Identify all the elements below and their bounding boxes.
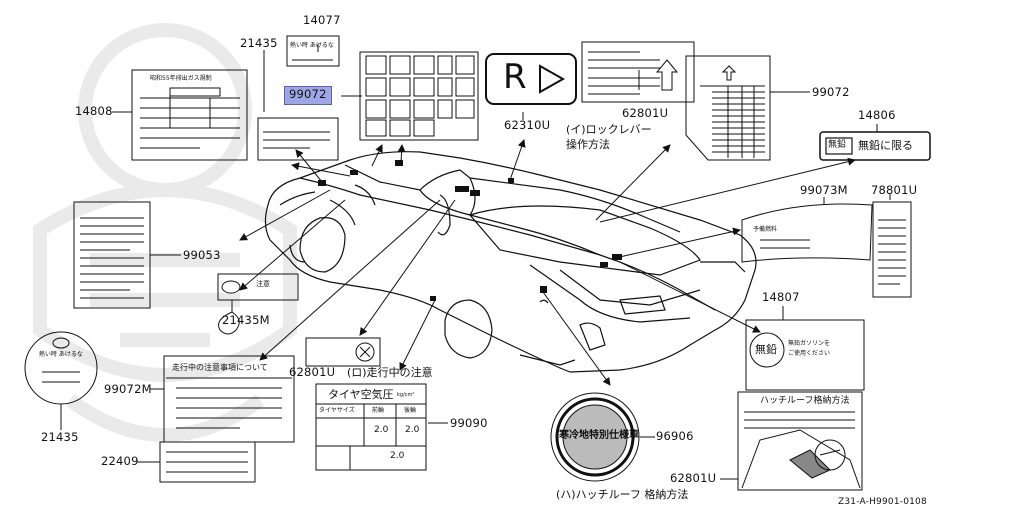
part-99072m[interactable]: 99072M: [104, 382, 152, 396]
part-99072-right[interactable]: 99072: [812, 85, 850, 99]
part-99053[interactable]: 99053: [183, 248, 221, 262]
part-21435-top[interactable]: 21435: [240, 36, 278, 50]
car-label-markers: [318, 160, 622, 301]
cold-region-text: 寒冷地特別仕様車: [559, 430, 639, 441]
spare-pressure-value: 2.0: [390, 451, 405, 461]
hot-caution-text: 熱い時 あけるな: [290, 42, 334, 49]
r-label-text: R: [503, 57, 527, 97]
caption-lock-lever-2: 操作方法: [566, 138, 610, 151]
unleaded-small-text: 無鉛: [828, 140, 847, 150]
driving-caution-title: 走行中の注意事項について: [172, 363, 268, 372]
label-62801u-bottom-shape: [737, 391, 863, 491]
rear-pressure-value: 2.0: [405, 425, 420, 435]
label-14807-shape: [745, 319, 865, 391]
part-99072-highlighted[interactable]: 99072: [284, 86, 332, 105]
label-14808-shape: [131, 69, 248, 161]
watermark-emblem: [33, 23, 297, 442]
part-14808[interactable]: 14808: [75, 104, 113, 118]
label-62801u-top-shape: [581, 41, 695, 103]
label-14077-shape: [286, 35, 340, 67]
hot-caution-round-text: 熱い時 あけるな: [39, 351, 83, 358]
front-pressure-value: 2.0: [374, 425, 389, 435]
caption-hatch-roof: (ハ)ハッチルーフ 格納方法: [556, 488, 689, 501]
part-14807[interactable]: 14807: [762, 290, 800, 304]
label-99072-right-shape: [685, 55, 771, 161]
label-21435m-shape: [217, 273, 299, 301]
rear-wheel-text: 後輪: [404, 407, 417, 414]
part-62310u[interactable]: 62310U: [504, 118, 551, 132]
part-99073m[interactable]: 99073M: [800, 183, 848, 197]
label-99053-shape: [73, 201, 151, 309]
label-62801u-mid-shape: [305, 337, 381, 367]
caution-short-text: 注意: [256, 280, 270, 288]
front-wheel-text: 前輪: [372, 407, 385, 414]
tire-size-text: タイヤサイズ: [319, 407, 355, 414]
label-96906-shape: [550, 392, 640, 482]
unleaded-big-text: 無鉛: [755, 343, 777, 356]
label-22409-shape: [159, 441, 256, 483]
diagram-code: Z31-A-H9901-0108: [838, 497, 927, 507]
label-14806-shape: [819, 131, 931, 161]
car-outline: [264, 151, 757, 373]
part-62801u-mid[interactable]: 62801U: [289, 365, 336, 379]
label-99090-shape: [315, 383, 427, 471]
hatch-roof-title: ハッチルーフ格納方法: [760, 396, 850, 406]
part-14077[interactable]: 14077: [303, 13, 341, 27]
part-96906[interactable]: 96906: [656, 429, 694, 443]
part-22409[interactable]: 22409: [101, 454, 139, 468]
tire-pressure-title: タイヤ空気圧: [328, 388, 394, 401]
unleaded-use-line2: ご使用ください: [788, 350, 831, 357]
caption-lock-lever-1: (イ)ロックレバー: [566, 123, 652, 136]
label-fills: [580, 430, 582, 432]
label-78801u-shape: [872, 201, 912, 298]
part-99090[interactable]: 99090: [450, 416, 488, 430]
leader-lines: [60, 44, 891, 480]
label-21435-bottom-shape: [24, 331, 98, 405]
part-21435m[interactable]: 21435M: [222, 313, 270, 327]
part-62801u-top[interactable]: 62801U: [622, 106, 669, 120]
part-78801u[interactable]: 78801U: [871, 183, 918, 197]
part-21435-bottom[interactable]: 21435: [41, 430, 79, 444]
label-99072-grid-shape: [359, 51, 479, 141]
unleaded-only-text: 無鉛に限る: [858, 139, 913, 152]
tire-pressure-unit: kg/cm²: [397, 392, 415, 398]
reserve-fuel-text: 予備燃料: [753, 226, 778, 233]
part-14806[interactable]: 14806: [858, 108, 896, 122]
part-62801u-bottom[interactable]: 62801U: [670, 471, 717, 485]
label-21435-top-shape: [257, 117, 339, 161]
label-99073m-shape: [741, 203, 873, 263]
label-62310u-shape: [485, 53, 577, 105]
emission-title-text: 昭和55年排出ガス規制: [150, 75, 212, 82]
caption-driving-caution: (ロ)走行中の注意: [347, 366, 433, 379]
unleaded-use-line1: 無鉛ガソリンを: [788, 340, 831, 347]
